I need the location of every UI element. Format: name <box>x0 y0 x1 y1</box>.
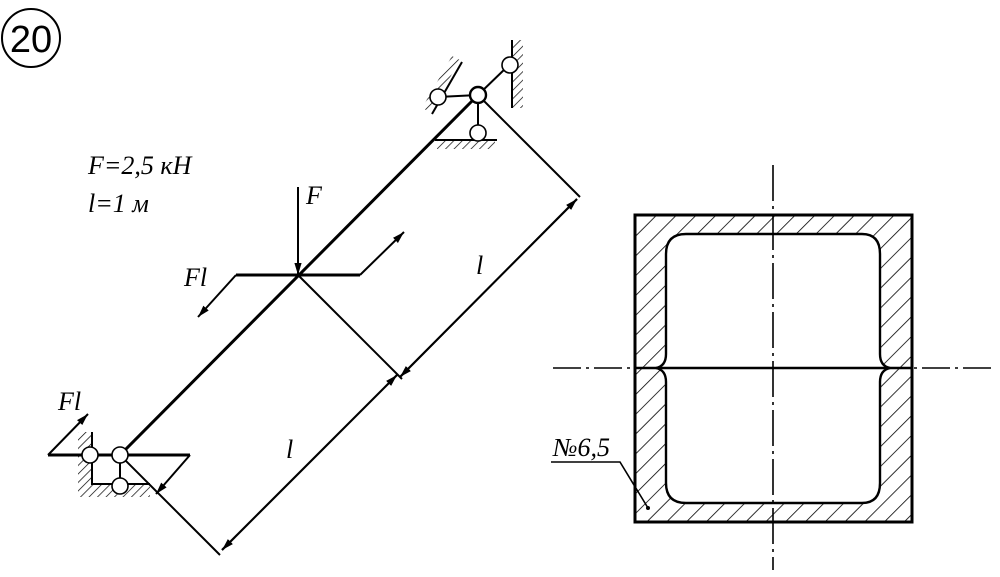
moment-end-label: Fl <box>57 387 81 416</box>
force-label: F <box>305 181 323 210</box>
section-label: №6,5 <box>552 433 610 462</box>
dim-lower-label: l <box>286 435 293 464</box>
pin-support-top <box>422 40 523 149</box>
moment-mid-label: Fl <box>183 263 207 292</box>
dimension-lines <box>119 94 581 556</box>
moment-mid-arrow <box>197 231 405 318</box>
dim-upper-label: l <box>476 251 483 280</box>
problem-number: 20 <box>10 19 52 61</box>
fixed-support-bottom <box>47 413 191 497</box>
section-leader <box>551 461 649 509</box>
problem-number-badge: 20 <box>1 8 61 68</box>
given-length: l=1 м <box>88 189 149 218</box>
cross-section <box>551 165 995 570</box>
given-force: F=2,5 кН <box>87 151 193 180</box>
